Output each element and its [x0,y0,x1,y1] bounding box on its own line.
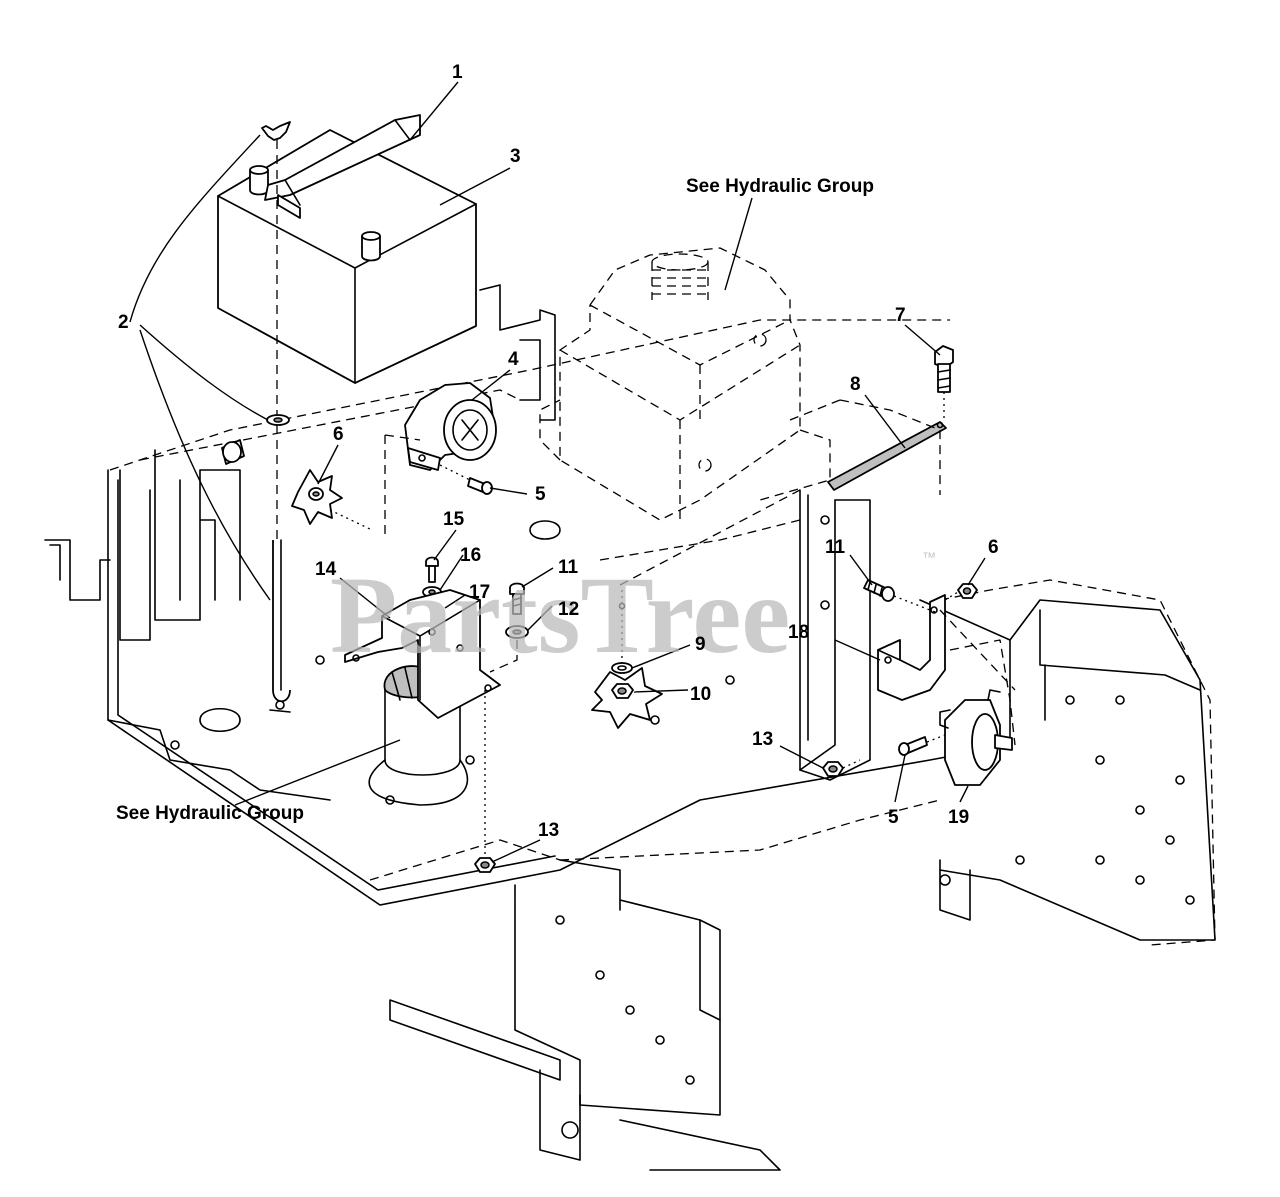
watermark-trademark: ™ [922,549,936,565]
callout-13-right: 13 [752,729,773,750]
callout-5-left: 5 [535,484,546,505]
bracket-guide [939,609,1016,691]
callout-4: 4 [508,349,519,370]
watermark: PartsTree ™ [330,549,936,676]
callout-11-left: 11 [558,557,579,578]
bolt-11a [509,582,525,615]
filter-bracket-14 [344,589,501,719]
callout-8: 8 [850,374,861,395]
callout-17: 17 [469,582,490,603]
bolt-7 [934,345,954,420]
leader-lines [129,81,986,863]
lock-nut-13a [474,690,496,873]
j-bolt [266,140,291,703]
callout-7: 7 [895,305,906,326]
lock-nut-13b [822,759,861,777]
callout-12: 12 [558,599,579,620]
plate-guide [619,489,801,586]
callout-18: 18 [788,622,809,643]
star-washer-6a [291,469,373,531]
callout-10: 10 [690,684,711,705]
nut-6b [944,583,978,601]
washer-12 [505,625,529,639]
starter-solenoid [404,382,497,471]
callout-16: 16 [460,545,481,566]
strap-8 [789,399,947,495]
watermark-text: PartsTree [330,554,790,676]
hydraulic-reservoir [539,247,831,521]
callout-1: 1 [452,62,463,83]
callout-5-right: 5 [888,807,899,828]
chassis-frame [44,284,1216,1171]
note-hydraulic-top: See Hydraulic Group [686,176,874,197]
note-hydraulic-bottom: See Hydraulic Group [116,803,304,824]
callout-15: 15 [443,509,465,530]
star-plate-9-10 [591,590,663,729]
callout-6-right: 6 [988,537,999,558]
bolt-guide [489,640,518,673]
callout-14: 14 [315,559,337,580]
screw-5b [898,734,946,756]
callout-3: 3 [510,146,521,167]
screw-5a [439,464,493,495]
solenoid-dashed-guide [384,434,421,540]
callout-2: 2 [118,312,129,333]
spacer [221,439,245,465]
bolt-11b [863,579,936,613]
callout-11-right: 11 [825,537,846,558]
battery-hold-down [264,114,421,219]
switch-19 [939,689,1013,786]
callout-labels: 1 2 3 4 5 5 6 6 7 8 9 10 11 11 12 13 13 … [118,62,999,841]
callout-6-left: 6 [333,424,344,445]
rear-plate-dashed [369,519,1216,946]
callout-13-bottom: 13 [538,820,559,841]
wing-nut [261,121,291,141]
bracket-18 [877,594,946,701]
callout-9: 9 [695,634,706,655]
callout-19: 19 [948,807,969,828]
